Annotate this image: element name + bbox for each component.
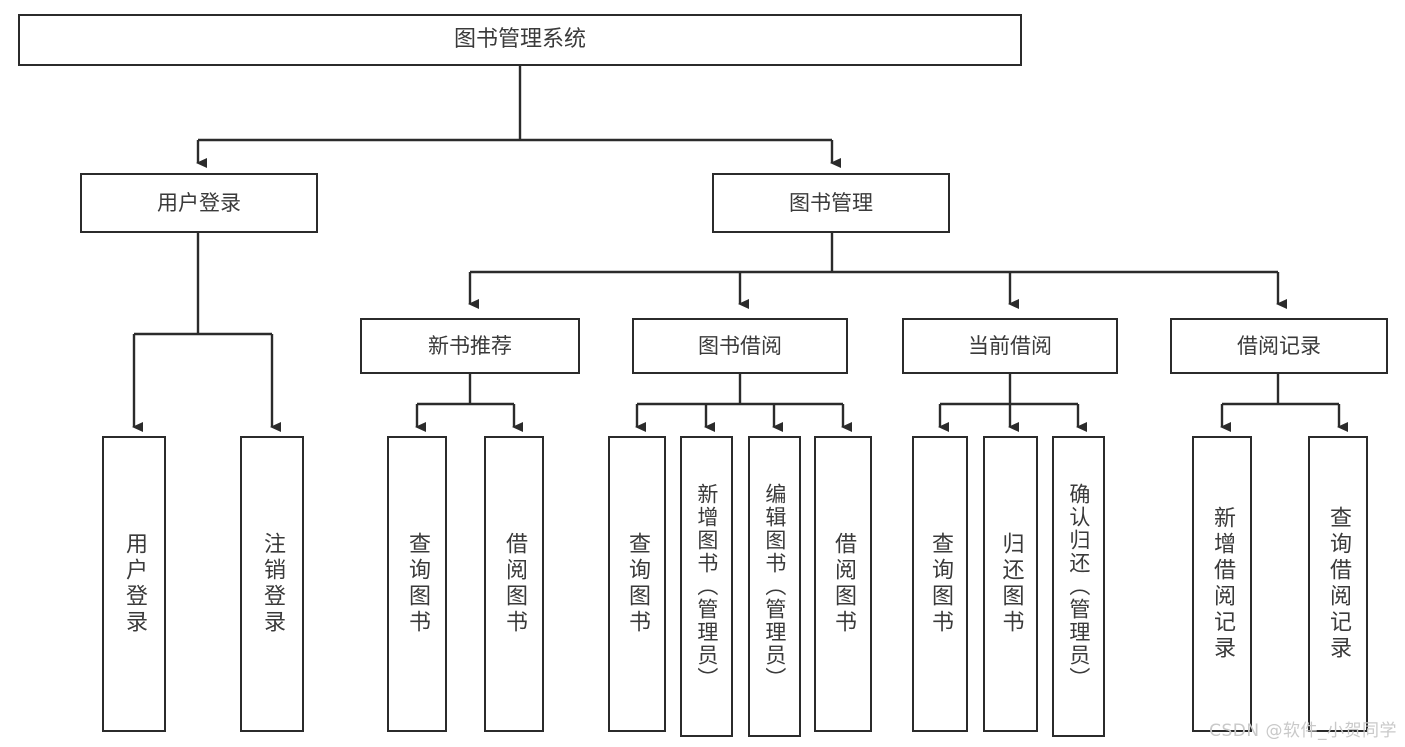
node-label: 确认归还（管理员） — [1066, 483, 1091, 690]
node-label: 查询图书 — [404, 532, 430, 636]
node-label: 注销登录 — [259, 532, 285, 636]
leaf-user-login-login[interactable]: 用户登录 — [102, 436, 166, 732]
leaf-new-book-query-book[interactable]: 查询图书 — [387, 436, 447, 732]
node-label: 编辑图书（管理员） — [762, 483, 787, 690]
node-current-borrow[interactable]: 当前借阅 — [902, 318, 1118, 374]
node-label: 查询图书 — [624, 532, 650, 636]
leaf-book-borrow-borrow-book[interactable]: 借阅图书 — [814, 436, 872, 732]
node-label: 图书管理系统 — [453, 27, 586, 53]
leaf-borrow-record-query-record[interactable]: 查询借阅记录 — [1308, 436, 1368, 732]
node-label: 图书管理 — [789, 190, 873, 215]
node-label: 借阅记录 — [1237, 333, 1321, 358]
node-label: 新书推荐 — [428, 333, 512, 358]
node-label: 新增图书（管理员） — [694, 483, 719, 690]
leaf-book-borrow-add-book-admin[interactable]: 新增图书（管理员） — [680, 436, 733, 737]
leaf-borrow-record-add-record[interactable]: 新增借阅记录 — [1192, 436, 1252, 732]
node-label: 借阅图书 — [830, 532, 856, 636]
leaf-user-login-logout[interactable]: 注销登录 — [240, 436, 304, 732]
node-label: 查询借阅记录 — [1325, 506, 1351, 662]
node-label: 查询图书 — [927, 532, 953, 636]
node-user-login[interactable]: 用户登录 — [80, 173, 318, 233]
node-label: 借阅图书 — [501, 532, 527, 636]
leaf-book-borrow-query-book[interactable]: 查询图书 — [608, 436, 666, 732]
node-label: 图书借阅 — [698, 333, 782, 358]
node-book-borrow[interactable]: 图书借阅 — [632, 318, 848, 374]
leaf-new-book-borrow-book[interactable]: 借阅图书 — [484, 436, 544, 732]
leaf-current-borrow-return-book[interactable]: 归还图书 — [983, 436, 1038, 732]
node-label: 用户登录 — [121, 532, 147, 636]
leaf-book-borrow-edit-book-admin[interactable]: 编辑图书（管理员） — [748, 436, 801, 737]
node-label: 用户登录 — [157, 190, 241, 215]
node-borrow-record[interactable]: 借阅记录 — [1170, 318, 1388, 374]
node-label: 当前借阅 — [968, 333, 1052, 358]
leaf-current-borrow-confirm-return-admin[interactable]: 确认归还（管理员） — [1052, 436, 1105, 737]
node-root-book-management-system[interactable]: 图书管理系统 — [18, 14, 1022, 66]
node-book-management[interactable]: 图书管理 — [712, 173, 950, 233]
node-label: 新增借阅记录 — [1209, 506, 1235, 662]
csdn-watermark: CSDN @软件_小贺同学 — [1209, 721, 1397, 741]
leaf-current-borrow-query-book[interactable]: 查询图书 — [912, 436, 968, 732]
node-new-book-recommend[interactable]: 新书推荐 — [360, 318, 580, 374]
node-label: 归还图书 — [998, 532, 1024, 636]
